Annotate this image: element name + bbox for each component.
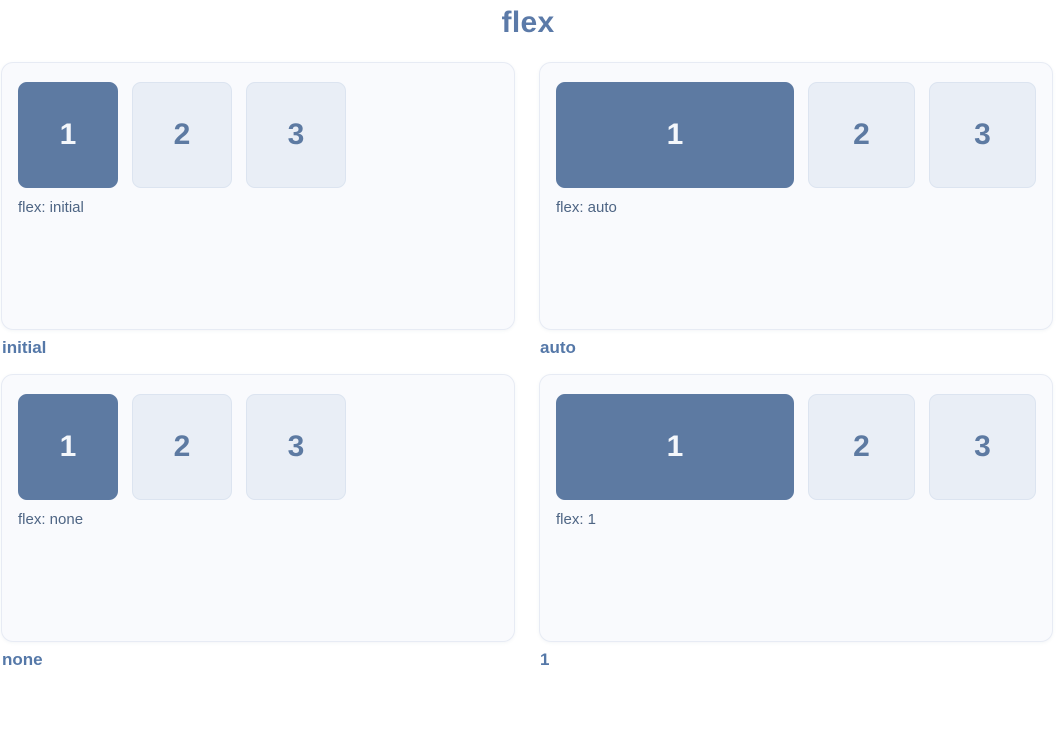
example-label: auto	[540, 338, 576, 357]
example-card-1: 1 2 3 flex: 1	[539, 374, 1053, 642]
example-card-initial: 1 2 3 flex: initial	[1, 62, 515, 330]
example-initial: 1 2 3 flex: initial initial	[1, 62, 515, 374]
example-label: none	[2, 650, 43, 669]
examples-grid: 1 2 3 flex: initial initial 1 2 3 flex: …	[0, 62, 1056, 686]
example-card-none: 1 2 3 flex: none	[1, 374, 515, 642]
example-1: 1 2 3 flex: 1 1	[539, 374, 1053, 686]
example-label: initial	[2, 338, 47, 357]
flex-row: 1 2 3	[556, 394, 1036, 500]
flex-caption: flex: 1	[556, 511, 597, 528]
page-title: flex	[501, 6, 555, 39]
flex-item-1: 1	[556, 394, 794, 500]
example-none: 1 2 3 flex: none none	[1, 374, 515, 686]
example-label: 1	[540, 650, 550, 669]
example-card-auto: 1 2 3 flex: auto	[539, 62, 1053, 330]
flex-item-3: 3	[246, 82, 346, 188]
flex-item-3: 3	[929, 82, 1036, 188]
flex-item-1: 1	[18, 82, 118, 188]
flex-caption: flex: auto	[556, 199, 617, 216]
flex-row: 1 2 3	[556, 82, 1036, 188]
flex-row: 1 2 3	[18, 394, 498, 500]
flex-item-3: 3	[246, 394, 346, 500]
flex-caption: flex: initial	[18, 199, 84, 216]
flex-row: 1 2 3	[18, 82, 498, 188]
example-auto: 1 2 3 flex: auto auto	[539, 62, 1053, 374]
flex-item-2: 2	[132, 394, 232, 500]
flex-item-1: 1	[18, 394, 118, 500]
flex-item-2: 2	[132, 82, 232, 188]
flex-item-3: 3	[929, 394, 1036, 500]
flex-item-2: 2	[808, 82, 915, 188]
flex-caption: flex: none	[18, 511, 84, 528]
flex-item-1: 1	[556, 82, 794, 188]
flex-item-2: 2	[808, 394, 915, 500]
